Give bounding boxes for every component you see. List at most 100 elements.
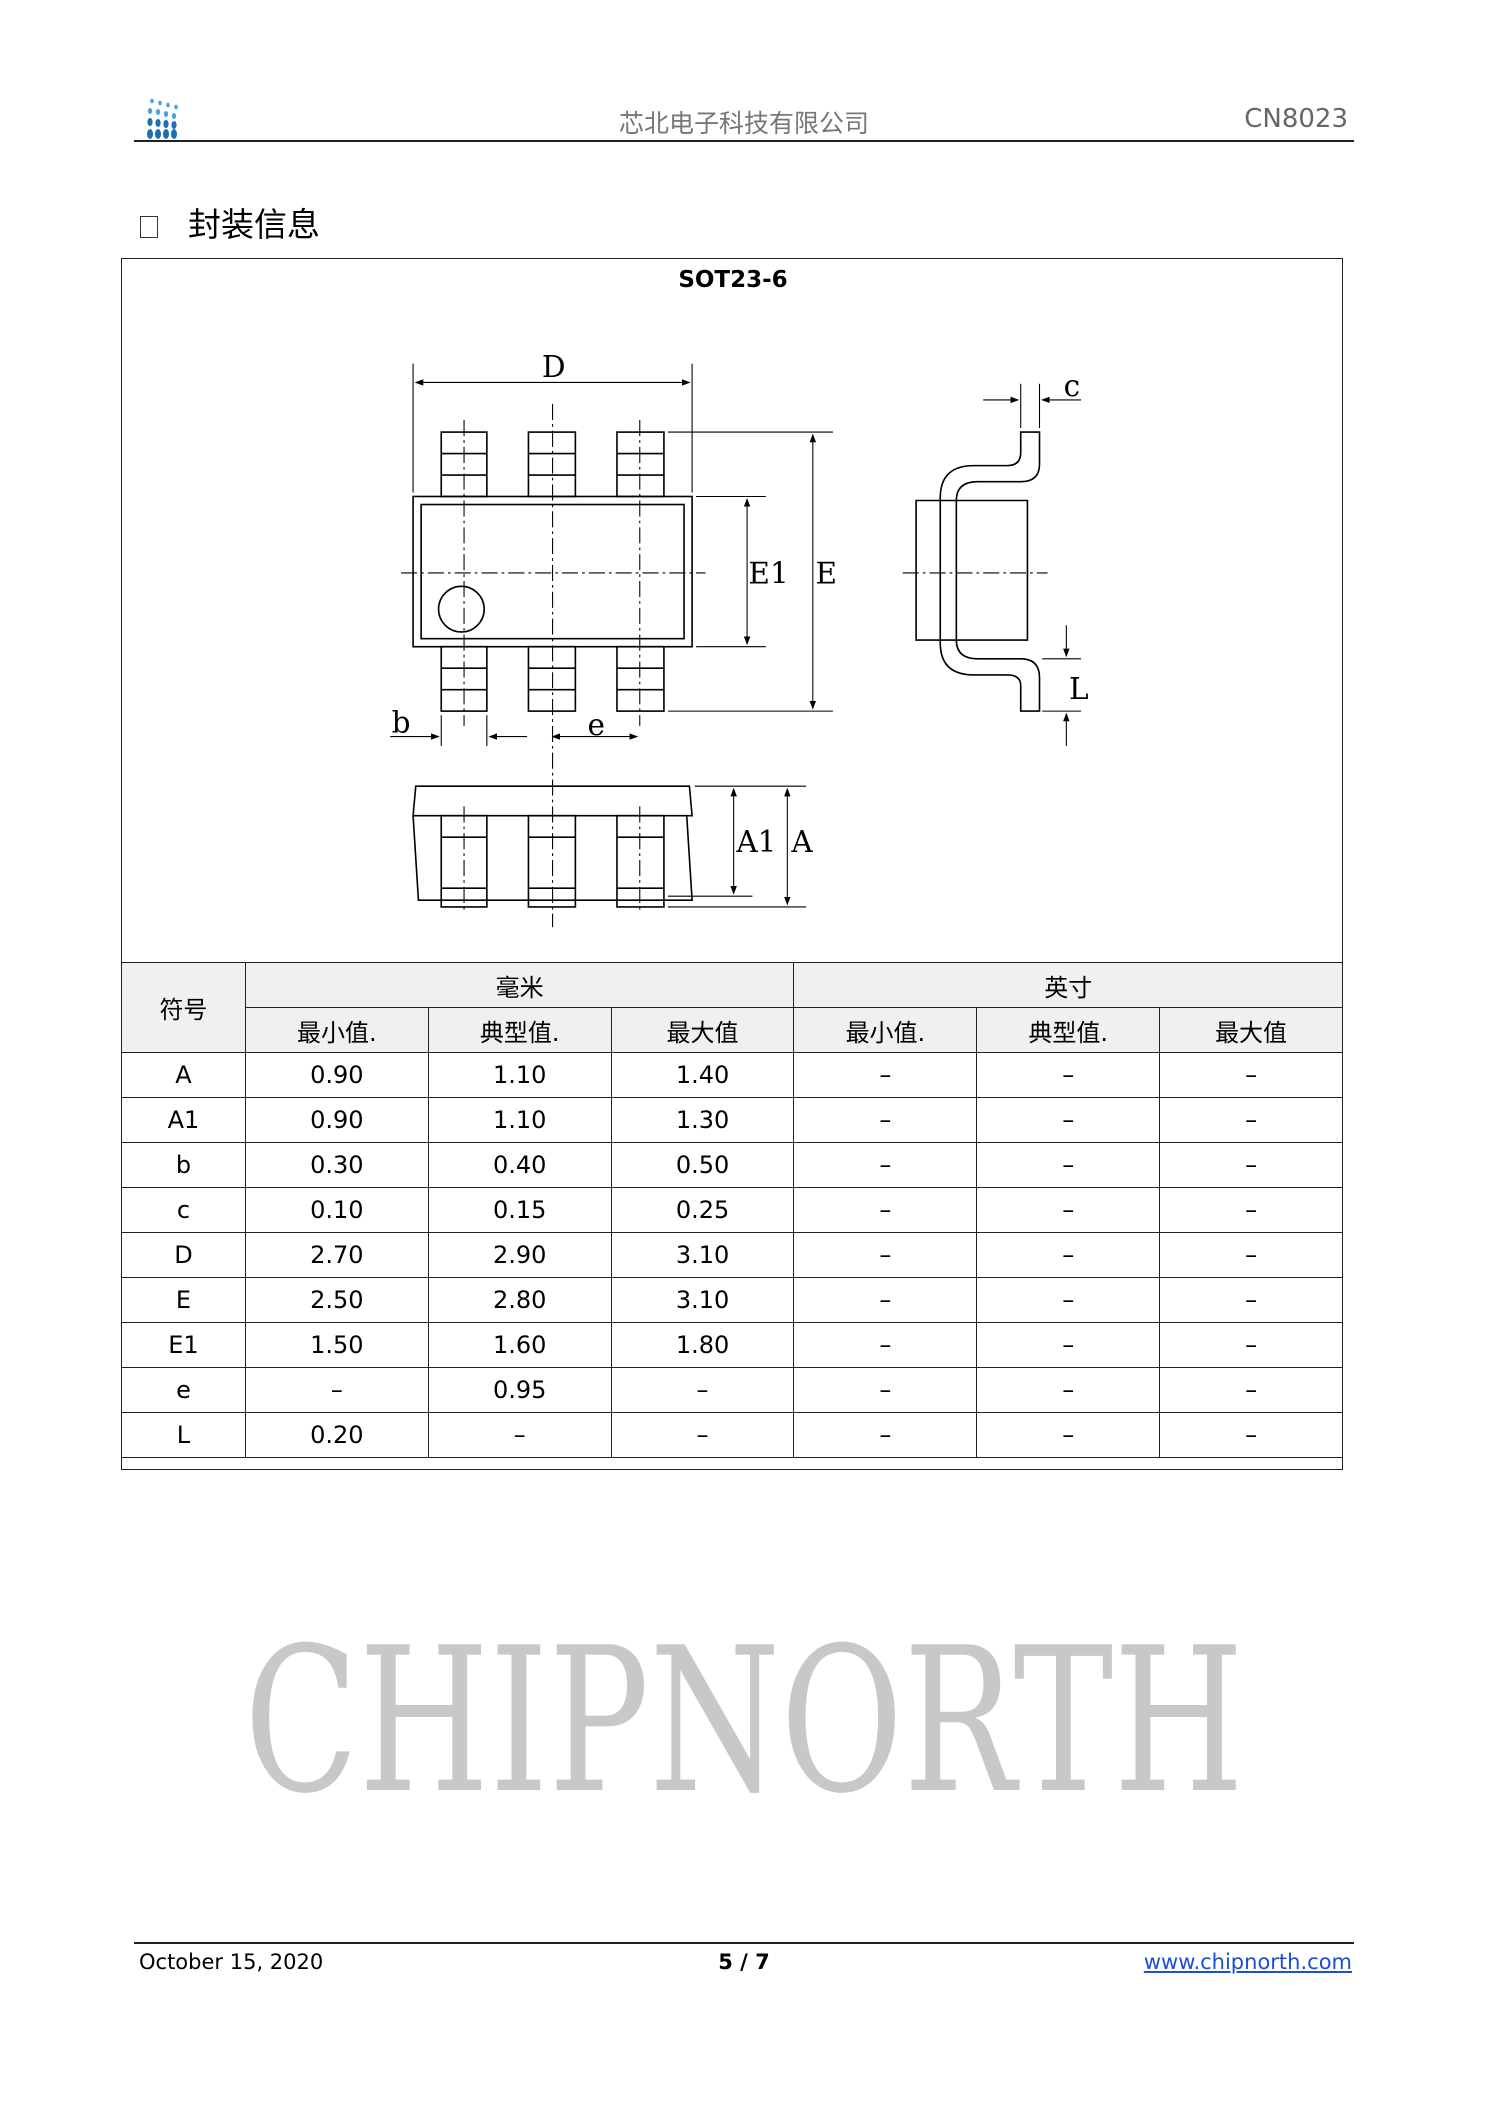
footer-date: October 15, 2020 <box>139 1950 324 1974</box>
value-cell: – <box>793 1232 978 1278</box>
value-cell: – <box>976 1142 1161 1188</box>
value-cell: – <box>793 1187 978 1233</box>
company-logo <box>144 96 192 146</box>
subheader-cell: 最小值. <box>793 1007 978 1053</box>
header-inch: 英寸 <box>793 962 1343 1008</box>
value-cell: 0.95 <box>427 1367 612 1413</box>
dim-label-D: D <box>542 350 566 384</box>
value-cell: – <box>244 1367 429 1413</box>
value-cell: 1.10 <box>427 1052 612 1098</box>
header-mm: 毫米 <box>244 962 795 1008</box>
value-cell: – <box>1159 1277 1343 1323</box>
symbol-cell: A1 <box>121 1097 246 1143</box>
symbol-cell: E1 <box>121 1322 246 1368</box>
value-cell: 1.40 <box>610 1052 795 1098</box>
value-cell: – <box>793 1142 978 1188</box>
value-cell: – <box>976 1097 1161 1143</box>
value-cell: 3.10 <box>610 1232 795 1278</box>
company-name: 芯北电子科技有限公司 <box>618 109 869 138</box>
value-cell: – <box>1159 1097 1343 1143</box>
value-cell: – <box>976 1187 1161 1233</box>
header-symbol: 符号 <box>121 962 246 1053</box>
value-cell: – <box>976 1367 1161 1413</box>
value-cell: – <box>976 1232 1161 1278</box>
header-divider <box>134 140 1354 142</box>
dim-label-A: A <box>790 825 813 859</box>
value-cell: 0.30 <box>244 1142 429 1188</box>
symbol-cell: D <box>121 1232 246 1278</box>
top-view <box>390 363 833 928</box>
value-cell: – <box>1159 1187 1343 1233</box>
document-id: CN8023 <box>1244 104 1348 134</box>
website-link[interactable]: www.chipnorth.com <box>1143 1950 1352 1974</box>
value-cell: – <box>793 1412 978 1458</box>
subheader-cell: 最大值 <box>1159 1007 1343 1053</box>
section-title: 封装信息 <box>188 205 320 244</box>
page-number: 5 / 7 <box>718 1950 770 1974</box>
subheader-cell: 最大值 <box>610 1007 795 1053</box>
value-cell: 0.15 <box>427 1187 612 1233</box>
value-cell: 1.60 <box>427 1322 612 1368</box>
value-cell: 1.80 <box>610 1322 795 1368</box>
table-row: e–0.95–––– <box>121 1367 1343 1413</box>
dim-label-E1: E1 <box>748 557 788 591</box>
subheader-cell: 典型值. <box>427 1007 612 1053</box>
package-drawing: D E1 E b e A1 A c L <box>390 350 1089 928</box>
section-heading: 封装信息 <box>140 198 320 246</box>
value-cell: – <box>976 1412 1161 1458</box>
value-cell: – <box>793 1277 978 1323</box>
dim-label-L: L <box>1069 672 1089 706</box>
value-cell: 0.90 <box>244 1097 429 1143</box>
value-cell: 1.50 <box>244 1322 429 1368</box>
symbol-cell: E <box>121 1277 246 1323</box>
watermark: CHIPNORTH <box>244 1605 1244 1838</box>
bullet-box-icon <box>140 215 158 238</box>
value-cell: – <box>976 1322 1161 1368</box>
value-cell: 0.90 <box>244 1052 429 1098</box>
value-cell: 3.10 <box>610 1277 795 1323</box>
footer-divider <box>134 1942 1354 1944</box>
value-cell: – <box>1159 1412 1343 1458</box>
symbol-cell: e <box>121 1367 246 1413</box>
value-cell: 2.50 <box>244 1277 429 1323</box>
dim-label-E: E <box>815 557 837 591</box>
symbol-cell: L <box>121 1412 246 1458</box>
value-cell: – <box>793 1097 978 1143</box>
dim-label-A1: A1 <box>735 825 776 859</box>
dim-label-b: b <box>392 706 411 740</box>
value-cell: – <box>976 1052 1161 1098</box>
subheader-cell: 最小值. <box>244 1007 429 1053</box>
dim-label-c: c <box>1064 369 1081 403</box>
value-cell: 0.10 <box>244 1187 429 1233</box>
value-cell: 0.50 <box>610 1142 795 1188</box>
value-cell: 1.10 <box>427 1097 612 1143</box>
value-cell: 0.25 <box>610 1187 795 1233</box>
value-cell: 0.40 <box>427 1142 612 1188</box>
value-cell: – <box>1159 1322 1343 1368</box>
value-cell: – <box>427 1412 612 1458</box>
symbol-cell: c <box>121 1187 246 1233</box>
watermark-text: CHIPNORTH <box>244 1605 1244 1838</box>
value-cell: – <box>1159 1052 1343 1098</box>
value-cell: – <box>610 1412 795 1458</box>
value-cell: – <box>793 1052 978 1098</box>
subheader-cell: 典型值. <box>976 1007 1161 1053</box>
package-name: SOT23-6 <box>678 267 788 293</box>
value-cell: – <box>793 1322 978 1368</box>
package-info-box: SOT23-6 <box>121 258 1343 1470</box>
value-cell: 2.70 <box>244 1232 429 1278</box>
value-cell: 0.20 <box>244 1412 429 1458</box>
value-cell: 2.90 <box>427 1232 612 1278</box>
value-cell: – <box>793 1367 978 1413</box>
value-cell: – <box>610 1367 795 1413</box>
symbol-cell: b <box>121 1142 246 1188</box>
